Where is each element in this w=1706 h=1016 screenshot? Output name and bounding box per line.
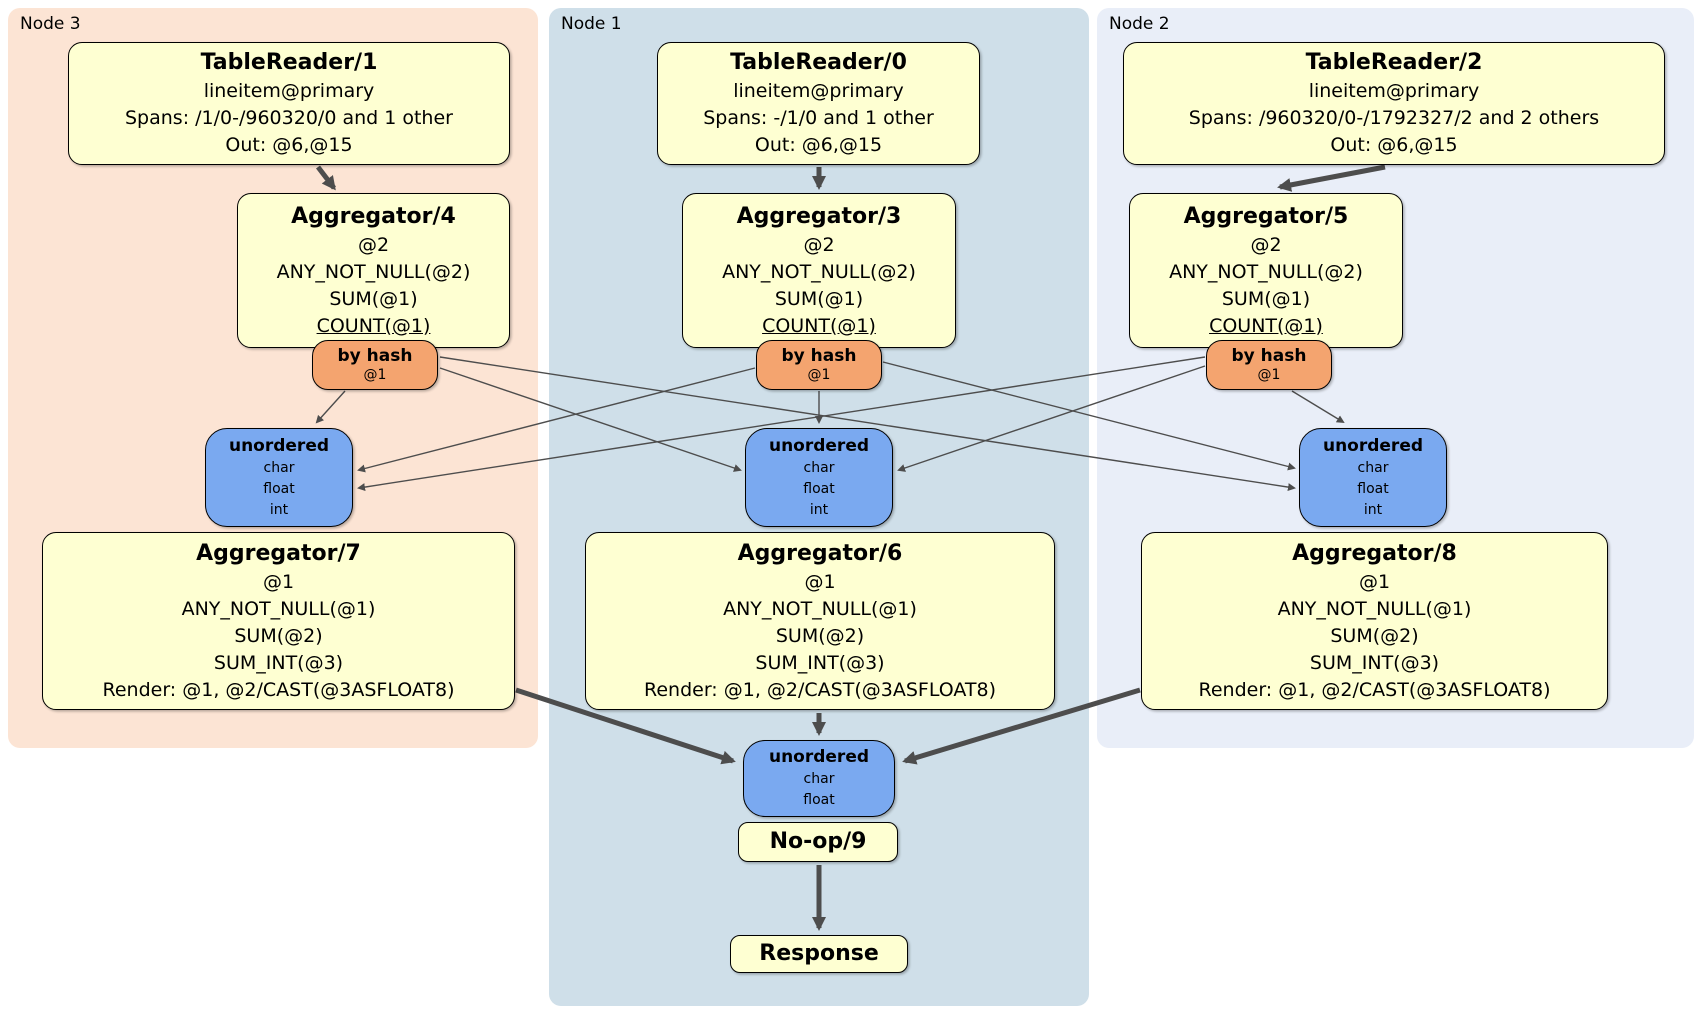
processor-detail: SUM_INT(@3) (755, 651, 885, 674)
sync-unordered-node2: unordered char float int (1299, 428, 1447, 527)
sync-column: int (1363, 501, 1383, 518)
processor-title: Aggregator/5 (1183, 203, 1349, 229)
router-by-hash-node3: by hash @1 (312, 340, 438, 390)
sync-column: char (803, 771, 835, 787)
sync-unordered-node1: unordered char float int (745, 428, 893, 527)
processor-detail: ANY_NOT_NULL(@1) (723, 597, 917, 620)
sync-column: char (803, 459, 835, 476)
processor-title: Aggregator/6 (737, 540, 903, 566)
processor-detail: ANY_NOT_NULL(@2) (1169, 260, 1363, 283)
processor-detail: Spans: /960320/0-/1792327/2 and 2 others (1188, 107, 1600, 129)
processor-detail: SUM(@1) (774, 287, 864, 310)
sync-unordered-node3: unordered char float int (205, 428, 353, 527)
processor-detail: ANY_NOT_NULL(@2) (722, 260, 916, 283)
processor-title: TableReader/0 (730, 50, 907, 75)
sync-column: float (803, 480, 835, 497)
sync-unordered-final: unordered char float (743, 740, 895, 817)
sync-label: unordered (228, 435, 330, 456)
processor-detail: Out: @6,@15 (1330, 134, 1458, 156)
sync-label: unordered (1322, 435, 1424, 456)
router-label: by hash (337, 346, 413, 366)
processor-detail: COUNT(@1) (316, 314, 431, 337)
router-by-hash-node2: by hash @1 (1206, 340, 1332, 390)
processor-detail: @2 (1250, 233, 1282, 256)
sync-column: int (269, 501, 289, 518)
processor-detail: Spans: /1/0-/960320/0 and 1 other (125, 107, 453, 129)
processor-tablereader-0: TableReader/0 lineitem@primary Spans: -/… (657, 42, 980, 165)
sync-label: unordered (768, 435, 870, 456)
sync-column: float (803, 792, 835, 808)
router-label: by hash (1231, 346, 1307, 366)
processor-detail: @1 (1358, 570, 1391, 593)
node-1-label: Node 1 (561, 14, 622, 34)
sync-column: char (1357, 459, 1389, 476)
sync-label: unordered (768, 747, 870, 767)
router-detail: @1 (807, 367, 831, 383)
processor-detail: Out: @6,@15 (754, 134, 883, 156)
processor-aggregator-8: Aggregator/8 @1 ANY_NOT_NULL(@1) SUM(@2)… (1141, 532, 1608, 710)
processor-detail: COUNT(@1) (762, 314, 876, 337)
processor-title: TableReader/2 (1305, 50, 1483, 75)
processor-detail: ANY_NOT_NULL(@1) (181, 597, 376, 620)
processor-detail: SUM(@1) (329, 287, 418, 310)
processor-detail: lineitem@primary (733, 80, 904, 102)
processor-detail: @1 (262, 570, 295, 593)
processor-detail: Render: @1, @2/CAST(@3ASFLOAT8) (102, 678, 455, 701)
sync-column: float (1357, 480, 1389, 497)
processor-title: Aggregator/8 (1292, 540, 1457, 566)
router-by-hash-node1: by hash @1 (756, 340, 882, 390)
processor-aggregator-7: Aggregator/7 @1 ANY_NOT_NULL(@1) SUM(@2)… (42, 532, 515, 710)
processor-aggregator-3: Aggregator/3 @2 ANY_NOT_NULL(@2) SUM(@1)… (682, 193, 956, 348)
processor-title: Aggregator/3 (736, 203, 902, 229)
processor-detail: lineitem@primary (1308, 80, 1480, 102)
processor-detail: ANY_NOT_NULL(@1) (1277, 597, 1472, 620)
processor-detail: COUNT(@1) (1209, 314, 1323, 337)
processor-tablereader-2: TableReader/2 lineitem@primary Spans: /9… (1123, 42, 1665, 165)
processor-aggregator-6: Aggregator/6 @1 ANY_NOT_NULL(@1) SUM(@2)… (585, 532, 1055, 710)
processor-detail: SUM(@2) (234, 624, 323, 647)
processor-detail: SUM(@2) (775, 624, 865, 647)
sync-column: char (263, 459, 295, 476)
processor-detail: Render: @1, @2/CAST(@3ASFLOAT8) (644, 678, 996, 701)
router-detail: @1 (1257, 367, 1281, 383)
processor-detail: SUM_INT(@3) (213, 651, 344, 674)
processor-detail: @2 (803, 233, 835, 256)
processor-aggregator-5: Aggregator/5 @2 ANY_NOT_NULL(@2) SUM(@1)… (1129, 193, 1403, 348)
processor-detail: SUM(@2) (1330, 624, 1419, 647)
processor-tablereader-1: TableReader/1 lineitem@primary Spans: /1… (68, 42, 510, 165)
node-3-label: Node 3 (20, 14, 81, 34)
processor-title: Response (759, 941, 879, 966)
router-detail: @1 (363, 367, 387, 383)
router-label: by hash (781, 346, 857, 366)
processor-detail: Out: @6,@15 (225, 134, 353, 156)
processor-detail: @2 (357, 233, 390, 256)
processor-detail: lineitem@primary (203, 80, 375, 102)
processor-detail: @1 (804, 570, 836, 593)
response-node: Response (730, 935, 908, 973)
processor-detail: ANY_NOT_NULL(@2) (276, 260, 471, 283)
processor-title: No-op/9 (769, 829, 867, 854)
processor-detail: Render: @1, @2/CAST(@3ASFLOAT8) (1198, 678, 1551, 701)
node-2-label: Node 2 (1109, 14, 1170, 34)
processor-title: Aggregator/7 (196, 540, 361, 566)
processor-detail: SUM_INT(@3) (1309, 651, 1440, 674)
sync-column: int (809, 501, 829, 518)
processor-title: Aggregator/4 (291, 203, 456, 229)
processor-detail: Spans: -/1/0 and 1 other (703, 107, 934, 129)
processor-noop-9: No-op/9 (738, 822, 898, 862)
sync-column: float (263, 480, 295, 497)
processor-title: TableReader/1 (200, 50, 378, 75)
processor-aggregator-4: Aggregator/4 @2 ANY_NOT_NULL(@2) SUM(@1)… (237, 193, 510, 348)
processor-detail: SUM(@1) (1221, 287, 1311, 310)
